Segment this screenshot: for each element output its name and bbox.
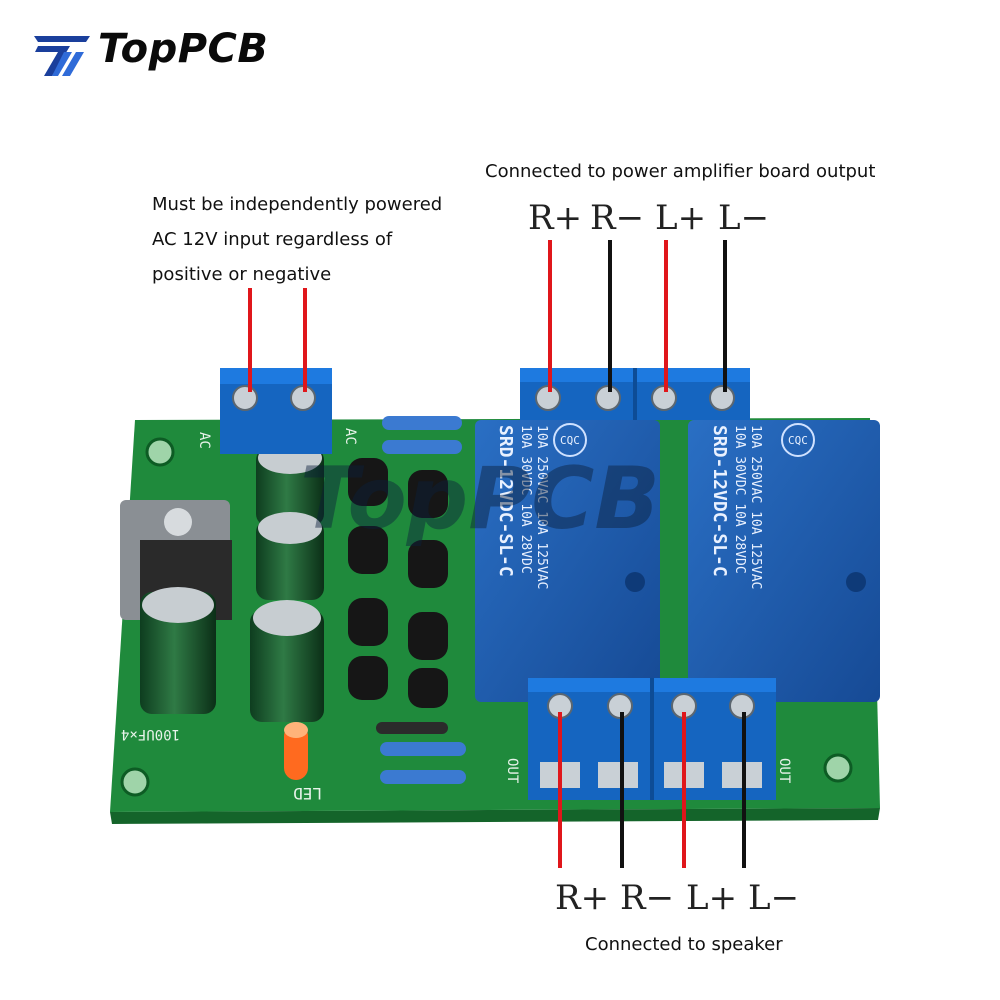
output-terminal-block xyxy=(528,678,776,800)
relay-1-model: SRD-12VDC-SL-C xyxy=(495,425,516,577)
input-pin-l-minus: L− xyxy=(718,198,770,238)
resistors xyxy=(376,416,466,784)
relay-2-rating-2: 10A 30VDC 10A 28VDC xyxy=(732,425,747,574)
output-pin-r-plus: R+ xyxy=(555,878,610,918)
capacitors xyxy=(140,442,324,722)
ac-label-left: AC xyxy=(196,432,212,449)
output-pin-l-plus: L+ xyxy=(686,878,738,918)
power-note-line-3: positive or negative xyxy=(152,264,332,285)
power-note-line-1: Must be independently powered xyxy=(152,194,443,215)
relay-1 xyxy=(475,420,660,702)
output-note: Connected to speaker xyxy=(585,934,783,955)
input-pin-r-plus: R+ xyxy=(528,198,583,238)
output-pin-l-minus: L− xyxy=(748,878,800,918)
relay-1-brand: CQC xyxy=(560,434,580,447)
transistors xyxy=(348,458,448,708)
power-note-line-2: AC 12V input regardless of xyxy=(152,229,393,250)
ac-label-right: AC xyxy=(342,428,358,445)
toppcb-logo-icon xyxy=(34,36,90,76)
relay-1-rating-1: 10A 250VAC 10A 125VAC xyxy=(534,425,549,589)
out-label-right: OUT xyxy=(776,758,792,784)
led xyxy=(284,722,308,780)
out-label-left: OUT xyxy=(504,758,520,784)
input-note: Connected to power amplifier board outpu… xyxy=(485,161,876,182)
cap-label: 100UF×4 xyxy=(121,726,180,742)
input-pin-l-plus: L+ xyxy=(655,198,707,238)
led-label: LED xyxy=(293,784,322,803)
relay-2-brand: CQC xyxy=(788,434,808,447)
wires xyxy=(248,240,746,868)
output-pin-r-minus: R− xyxy=(620,878,675,918)
relay-2-model: SRD-12VDC-SL-C xyxy=(709,425,730,577)
relay-2-rating-1: 10A 250VAC 10A 125VAC xyxy=(748,425,763,589)
relay-1-rating-2: 10A 30VDC 10A 28VDC xyxy=(518,425,533,574)
ac-terminal-block xyxy=(220,368,332,454)
input-terminal-block xyxy=(520,368,750,420)
input-pin-r-minus: R− xyxy=(590,198,645,238)
brand-name: TopPCB xyxy=(98,26,269,72)
watermark: TopPCB xyxy=(300,449,660,549)
relay-2 xyxy=(688,420,880,702)
